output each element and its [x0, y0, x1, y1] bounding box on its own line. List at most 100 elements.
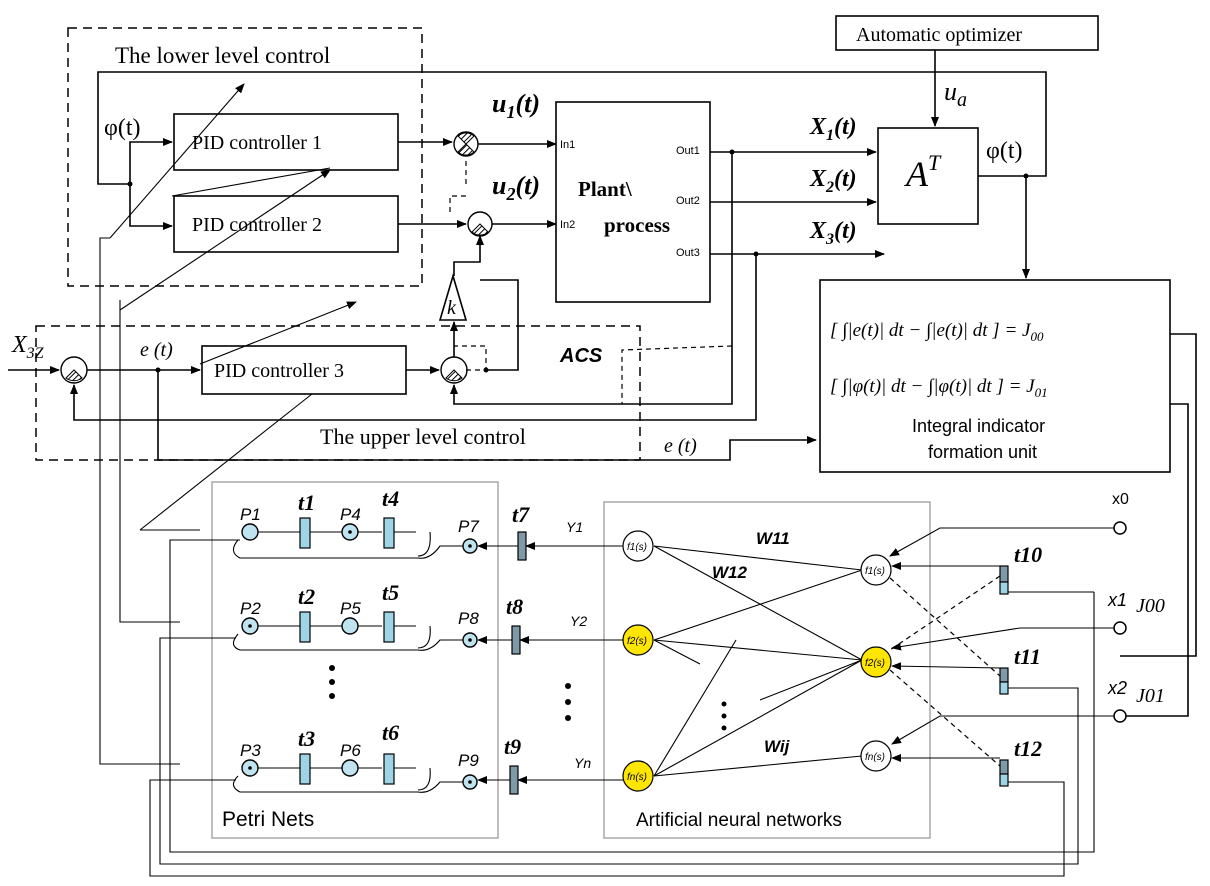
pid3-label: PID controller 3 — [214, 360, 344, 382]
at-label: AT — [904, 150, 942, 194]
x3-label: X3(t) — [809, 218, 857, 248]
pid1-label: PID controller 1 — [192, 132, 322, 154]
t11-label: t11 — [1014, 644, 1041, 669]
optimizer-label: Automatic optimizer — [856, 24, 1022, 46]
sum-junction-4 — [440, 356, 468, 384]
w12-label: W12 — [712, 563, 748, 582]
plant-label-2: process — [604, 213, 670, 237]
integral-label-2: formation unit — [928, 442, 1037, 462]
u2-label: u2(t) — [492, 171, 540, 204]
t2-label: t2 — [298, 584, 315, 609]
svg-text:f1(s): f1(s) — [865, 566, 885, 577]
t7-label: t7 — [512, 502, 530, 527]
yn-label: Yn — [574, 755, 591, 771]
t9-transition — [509, 765, 519, 795]
t5-label: t5 — [382, 580, 399, 605]
integral-label-1: Integral indicator — [912, 416, 1045, 436]
ann-ellipsis-mid — [721, 701, 727, 731]
e-bottom-label: e (t) — [664, 435, 697, 457]
input-x0 — [1113, 521, 1127, 535]
p3-label: P3 — [240, 741, 261, 760]
pid1-box — [173, 113, 399, 171]
lower-level-region — [67, 27, 423, 287]
neuron-r1: f1(s) — [860, 554, 892, 586]
p2-label: P2 — [240, 599, 261, 618]
t3-label: t3 — [298, 726, 315, 751]
petri-label: Petri Nets — [222, 808, 314, 831]
y1-label: Y1 — [566, 519, 583, 535]
w11-label: W11 — [756, 529, 790, 548]
petri-row-3 — [232, 753, 478, 793]
in2-label: In2 — [560, 219, 575, 231]
petri-row-1 — [232, 517, 478, 559]
k-label: k — [447, 297, 457, 319]
j00-label: J00 — [1136, 595, 1165, 617]
wij-label: Wij — [764, 737, 791, 756]
t9-label: t9 — [504, 734, 521, 759]
p1-label: P1 — [240, 505, 261, 524]
x2-input-label: x2 — [1107, 678, 1127, 698]
neuron-l1: f1(s) — [622, 530, 654, 562]
in1-label: In1 — [560, 139, 575, 151]
y2-label: Y2 — [570, 613, 587, 629]
p9-label: P9 — [458, 751, 479, 770]
x1-input-label: x1 — [1107, 590, 1127, 610]
phi-right-label: φ(t) — [986, 138, 1023, 164]
input-x1 — [1113, 621, 1127, 635]
ann-connections — [653, 545, 863, 777]
svg-text:fn(s): fn(s) — [865, 752, 885, 763]
t8-label: t8 — [506, 594, 523, 619]
out2-label: Out2 — [676, 195, 700, 207]
integral-unit-box — [819, 279, 1171, 473]
input-x2 — [1113, 709, 1127, 723]
acs-label: ACS — [559, 345, 603, 367]
sum-junction-1 — [453, 131, 479, 157]
pid3-box — [201, 345, 407, 395]
p4-label: P4 — [340, 505, 361, 524]
ann-region — [603, 501, 931, 839]
p7-label: P7 — [458, 517, 479, 536]
upper-level-label: The upper level control — [320, 424, 526, 449]
svg-text:f2(s): f2(s) — [627, 636, 647, 647]
x0-label: x0 — [1112, 491, 1129, 508]
neuron-l2: f2(s) — [622, 624, 654, 656]
neuron-rn: fn(s) — [860, 740, 892, 772]
k-gain — [438, 273, 468, 321]
svg-text:fn(s): fn(s) — [627, 772, 647, 783]
out1-label: Out1 — [676, 145, 700, 157]
u1-label: u1(t) — [492, 89, 540, 122]
p6-label: P6 — [340, 741, 361, 760]
out3-label: Out3 — [676, 247, 700, 259]
e-left-label: e (t) — [140, 339, 173, 361]
x2-label: X2(t) — [809, 166, 857, 196]
j01-label: J01 — [1136, 685, 1165, 707]
petri-ellipsis — [329, 665, 335, 699]
svg-text:f1(s): f1(s) — [627, 542, 647, 553]
plant-label-1: Plant\ — [578, 177, 633, 201]
p5-label: P5 — [340, 599, 361, 618]
formula-1: [ ∫|e(t)| dt − ∫|e(t)| dt ] = J00 — [830, 320, 1044, 344]
phi-left-label: φ(t) — [104, 115, 141, 141]
pid2-label: PID controller 2 — [192, 214, 322, 236]
neuron-ln: fn(s) — [622, 760, 654, 792]
p8-label: P8 — [458, 609, 479, 628]
at-block — [877, 127, 979, 225]
sum-junction-3 — [60, 356, 88, 384]
t4-label: t4 — [382, 486, 399, 511]
t8-transition — [511, 625, 521, 655]
optimizer-box — [835, 15, 1099, 51]
plant-box — [555, 101, 711, 303]
neuron-r2: f2(s) — [860, 646, 892, 678]
lower-level-label: The lower level control — [115, 43, 330, 68]
t7-transition — [517, 531, 527, 561]
ua-label: ua — [944, 77, 967, 111]
x1-label: X1(t) — [809, 114, 857, 144]
t12-label: t12 — [1014, 736, 1042, 761]
pid2-box — [173, 195, 399, 253]
ann-ellipsis-left — [565, 683, 571, 721]
petri-region — [211, 481, 499, 839]
x3z-label: X3Z — [11, 332, 45, 362]
t10-transition — [999, 565, 1009, 595]
t10-label: t10 — [1014, 542, 1042, 567]
